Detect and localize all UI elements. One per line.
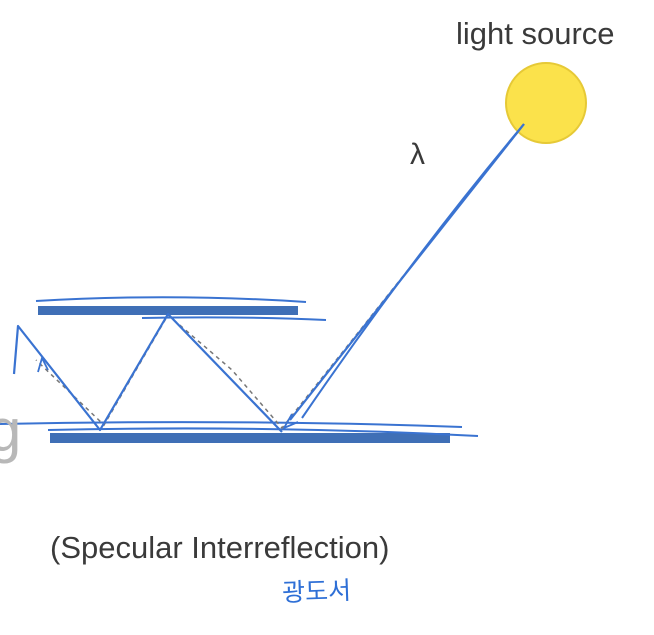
interreflection-ray [12,312,283,433]
wavelength-label: λ [410,138,425,171]
small-arrow-icon [37,355,49,373]
ray-arrowhead-icon [281,413,299,430]
bottom-plate [0,421,479,443]
diagram-caption: (Specular Interreflection) [50,530,390,565]
light-source-icon [505,62,587,144]
reference-ray-dashed [35,131,519,430]
incoming-ray-outline [301,123,525,419]
handwritten-note: 광도서 [281,575,352,608]
light-source-label: light source [456,16,615,51]
cut-off-letter: g [0,397,22,464]
top-plate [35,296,327,321]
